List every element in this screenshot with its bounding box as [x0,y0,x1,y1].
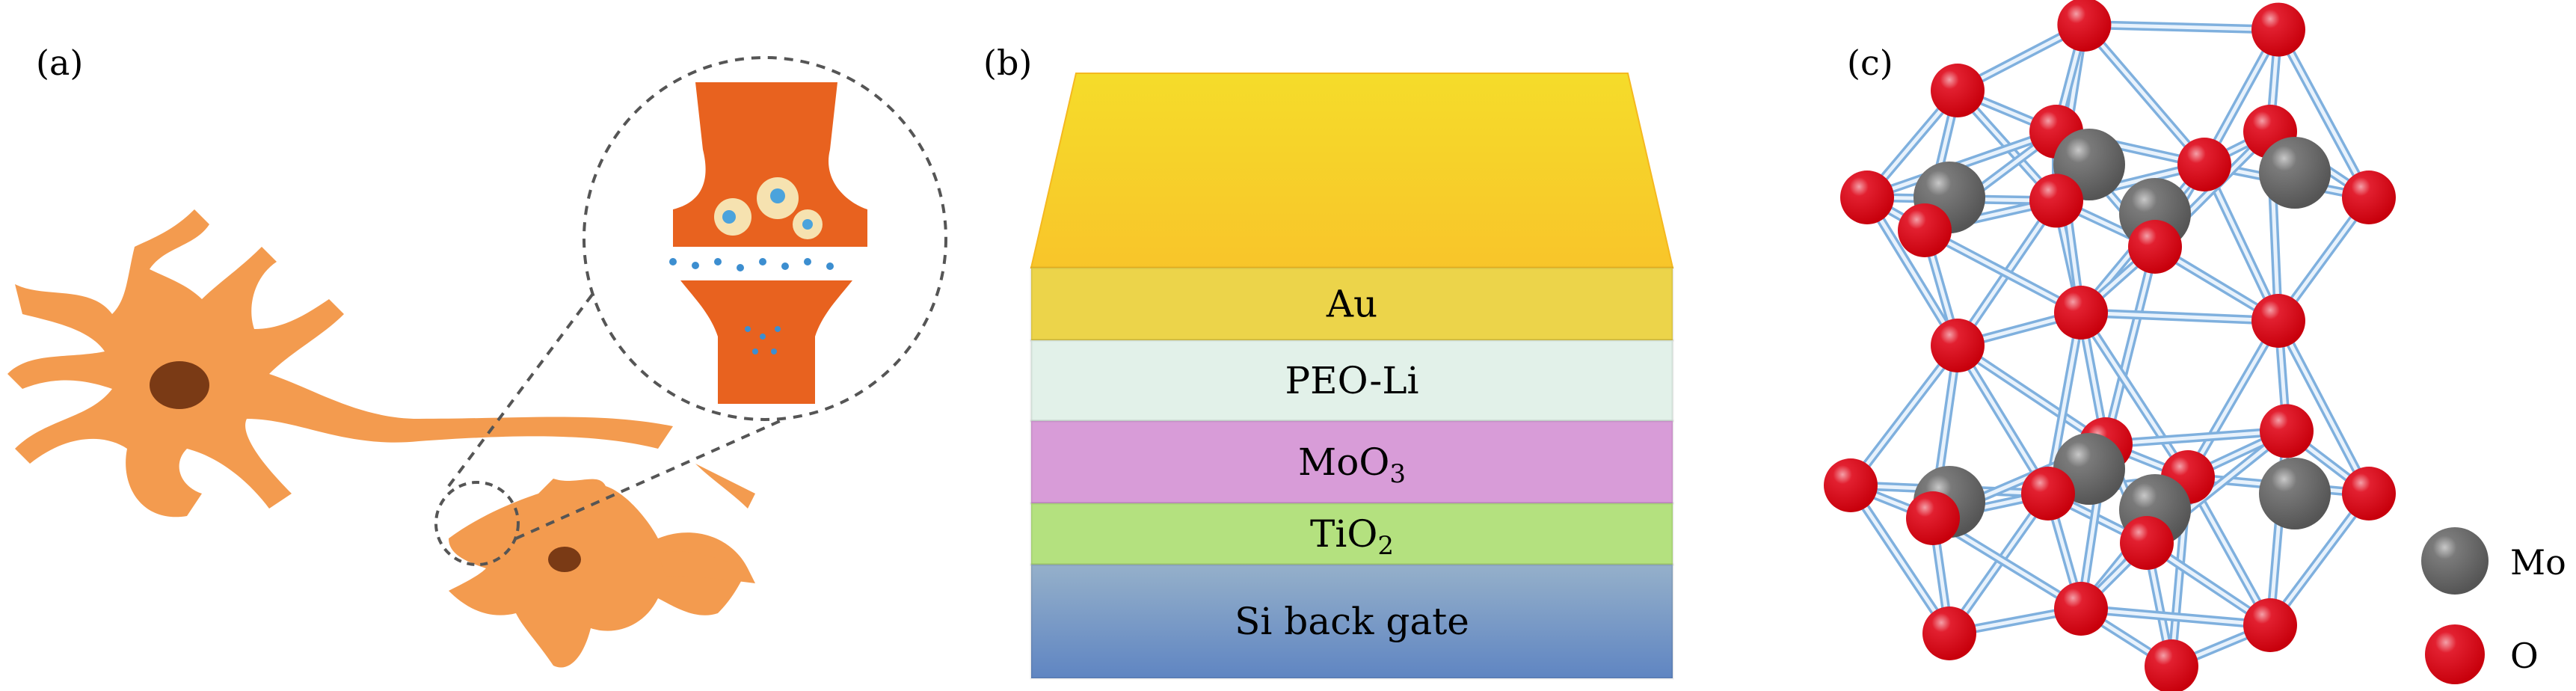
o-atom [2243,598,2297,652]
bond [2082,23,2206,166]
o-atom [2054,286,2108,340]
o-atom [2251,294,2305,348]
bond [2276,28,2371,199]
o-atom [2342,171,2396,224]
o-atom [1840,171,1894,224]
panel-a-label: (a) [36,43,83,83]
o-atom [1906,491,1960,545]
bond [1865,196,1960,347]
bond [1923,228,2082,315]
layer-au: Au [1030,266,1674,342]
panel-c-label: (c) [1847,43,1893,83]
moo3-lattice [1824,0,2396,691]
layer-peo-li: PEO-Li [1030,339,1674,423]
bond [2186,319,2281,479]
legend: Mo O [2421,527,2566,684]
layer-moo: MoO3 [1030,420,1674,505]
o-atom [1931,64,1985,117]
bond [2105,429,2287,446]
legend-o-sphere-icon [2425,624,2485,684]
bond [2079,311,2190,479]
synapse-illustration [669,82,867,404]
bond [2080,606,2271,627]
bond [2269,492,2370,627]
o-atom [2342,467,2396,520]
o-atom [2120,516,2174,570]
o-atom [2177,138,2231,191]
o-atom [1922,606,1976,660]
bond [2080,310,2279,323]
panel-b-label: (b) [983,43,1032,83]
bond [1848,484,1952,635]
layer-label: PEO-Li [1285,359,1418,402]
o-atom [2260,404,2314,458]
o-atom [2128,220,2182,274]
o-atom [2251,2,2305,57]
legend-mo-sphere-icon [2421,527,2489,595]
o-atom [1898,203,1952,257]
neuron-large [7,209,673,518]
legend-o-label: O [2510,636,2539,676]
bond [2103,246,2157,445]
legend-mo-label: Mo [2510,542,2566,583]
layer-si-back-gate: Si back gate [1030,563,1674,680]
bond [2276,319,2371,495]
o-atom [1931,319,1985,372]
bond [2084,22,2279,32]
o-atom [2021,467,2075,520]
au-electrode-top [1030,73,1674,268]
layer-tio: TiO2 [1030,502,1674,566]
mo-atom [2259,458,2331,529]
panel-c: (c) Mo O [1824,0,2566,691]
bond [1956,343,2107,446]
panel-a: (a) [7,43,947,668]
bond [1849,344,1959,487]
o-atom [1824,458,1878,512]
o-atom [2054,582,2108,636]
o-atom [2029,173,2083,228]
layer-label: MoO3 [1298,440,1406,489]
mo-atom [2259,137,2331,209]
zoom-region-marker [434,481,520,566]
layer-label: Au [1326,283,1377,326]
o-atom [2057,0,2112,52]
layer-label: Si back gate [1235,600,1469,643]
neuron-small [449,464,755,668]
layer-label: TiO2 [1310,512,1394,561]
bond [1955,344,2050,495]
o-atom [2145,639,2198,691]
